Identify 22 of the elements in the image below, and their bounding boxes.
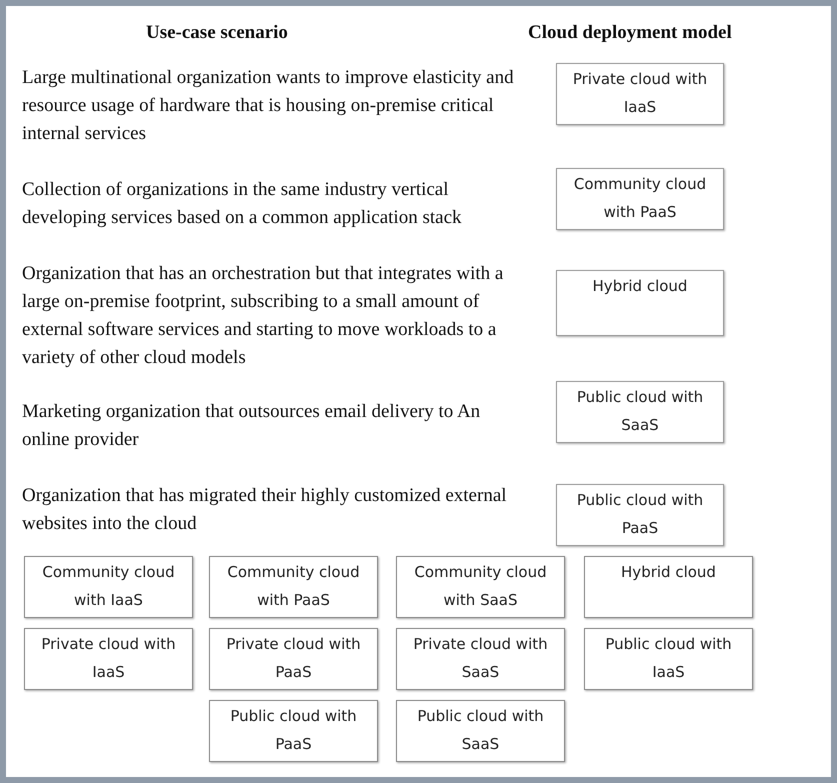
scenario-text: Organization that has migrated their highly customized external websites into the cloud <box>22 484 508 536</box>
answer-box: Private cloud with IaaS <box>556 63 724 125</box>
answer-box: Community cloud with PaaS <box>556 168 724 230</box>
option-box: Public cloud with SaaS <box>396 700 565 762</box>
column-header: Use-case scenario <box>146 22 288 44</box>
option-box: Public cloud with IaaS <box>584 628 753 690</box>
option-box: Community cloud with SaaS <box>396 556 565 618</box>
option-box: Hybrid cloud <box>584 556 753 618</box>
option-box: Community cloud with PaaS <box>209 556 378 618</box>
answer-box: Public cloud with SaaS <box>556 381 724 443</box>
answer-box: Public cloud with PaaS <box>556 484 724 546</box>
option-box: Private cloud with PaaS <box>209 628 378 690</box>
scenario-text: Large multinational organization wants to improve elasticity and resource usage of hardware that is housing on-premise critical internal services <box>22 66 515 146</box>
option-box: Private cloud with SaaS <box>396 628 565 690</box>
scenario-text: Organization that has an orchestration but that integrates with a large on-premise footprint, subscribing to a small amount of external software services and starting to move workloads to a variety of other cloud models <box>22 262 504 370</box>
option-box: Community cloud with IaaS <box>24 556 193 618</box>
option-box: Public cloud with PaaS <box>209 700 378 762</box>
scenario-text: Collection of organizations in the same industry vertical developing services based on a common application stack <box>22 178 463 230</box>
column-header: Cloud deployment model <box>528 22 732 44</box>
scenario-text: Marketing organization that outsources email delivery to An online provider <box>22 400 482 452</box>
answer-box: Hybrid cloud <box>556 270 724 336</box>
option-box: Private cloud with IaaS <box>24 628 193 690</box>
